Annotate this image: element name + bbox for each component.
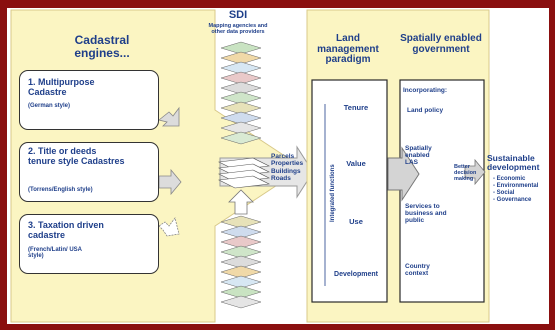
data-label-properties: Properties bbox=[271, 160, 304, 168]
decision-label: Better decision making bbox=[454, 164, 477, 183]
land-management-box bbox=[311, 79, 388, 303]
sdi-title: SDI bbox=[228, 9, 248, 21]
sustainable-items: - Economic - Environmental - Social - Go… bbox=[493, 176, 549, 204]
engine-box-1: 1. Multipurpose Cadastre (German style) bbox=[19, 70, 159, 130]
sustainable-economic: - Economic bbox=[493, 176, 526, 182]
gov-country-context: Country context bbox=[405, 263, 430, 277]
data-sheets bbox=[217, 157, 271, 189]
function-use: Use bbox=[349, 217, 363, 226]
engine-box-3: 3. Taxation driven cadastre (French/Lati… bbox=[19, 214, 159, 274]
sdi-layers-top bbox=[220, 41, 262, 145]
sustainable-governance: - Governance bbox=[493, 196, 532, 203]
data-labels: Parcels Properties Buildings Roads bbox=[271, 153, 305, 182]
arrow-engine-2 bbox=[158, 168, 182, 196]
gov-spatially-enabled-las: Spatially enabled LAS bbox=[405, 145, 432, 166]
data-label-parcels: Parcels bbox=[271, 153, 295, 160]
engine-3-subtitle: (French/Latin/ USA style) bbox=[28, 247, 82, 260]
engines-title: Cadastral engines... bbox=[74, 33, 130, 60]
engine-2-title: 2. Title or deeds tenure style Cadastres bbox=[28, 146, 125, 166]
sustainable-social: - Social bbox=[493, 189, 515, 196]
engine-3-title: 3. Taxation driven cadastre bbox=[28, 220, 104, 240]
engine-2-subtitle: (Torrens/English style) bbox=[28, 187, 93, 193]
sdi-subtitle: Mapping agencies and other data provider… bbox=[208, 23, 268, 36]
engine-1-title: 1. Multipurpose Cadastre bbox=[28, 77, 95, 97]
gov-services: Services to business and public bbox=[405, 203, 447, 224]
function-tenure: Tenure bbox=[343, 103, 369, 112]
engine-box-2: 2. Title or deeds tenure style Cadastres… bbox=[19, 142, 159, 202]
sustainable-arrow bbox=[464, 158, 486, 186]
data-label-buildings: Buildings bbox=[271, 167, 301, 175]
engine-1-subtitle: (German style) bbox=[28, 103, 71, 109]
sustainable-title: Sustainable development bbox=[487, 153, 540, 173]
function-development: Development bbox=[334, 271, 378, 278]
data-label-roads: Roads bbox=[271, 174, 291, 182]
government-title: Spatially enabled government bbox=[400, 33, 482, 55]
integrated-functions-label: Integrated functions bbox=[329, 164, 336, 222]
up-arrow bbox=[228, 189, 254, 215]
government-box bbox=[399, 79, 485, 303]
gov-incorporating: Incorporating: bbox=[403, 87, 448, 94]
function-value: Value bbox=[346, 159, 366, 168]
land-management-title: Land management paradigm bbox=[317, 33, 379, 65]
sustainable-environmental: - Environmental bbox=[493, 182, 539, 189]
gov-land-policy: Land policy bbox=[407, 107, 444, 114]
diagram-canvas: Cadastral engines... 1. Multipurpose Cad… bbox=[7, 8, 549, 324]
middle-arrow bbox=[387, 146, 420, 202]
sdi-layers-bottom bbox=[220, 215, 262, 309]
arrow-engine-3 bbox=[158, 217, 180, 237]
arrow-engine-1 bbox=[158, 106, 180, 127]
